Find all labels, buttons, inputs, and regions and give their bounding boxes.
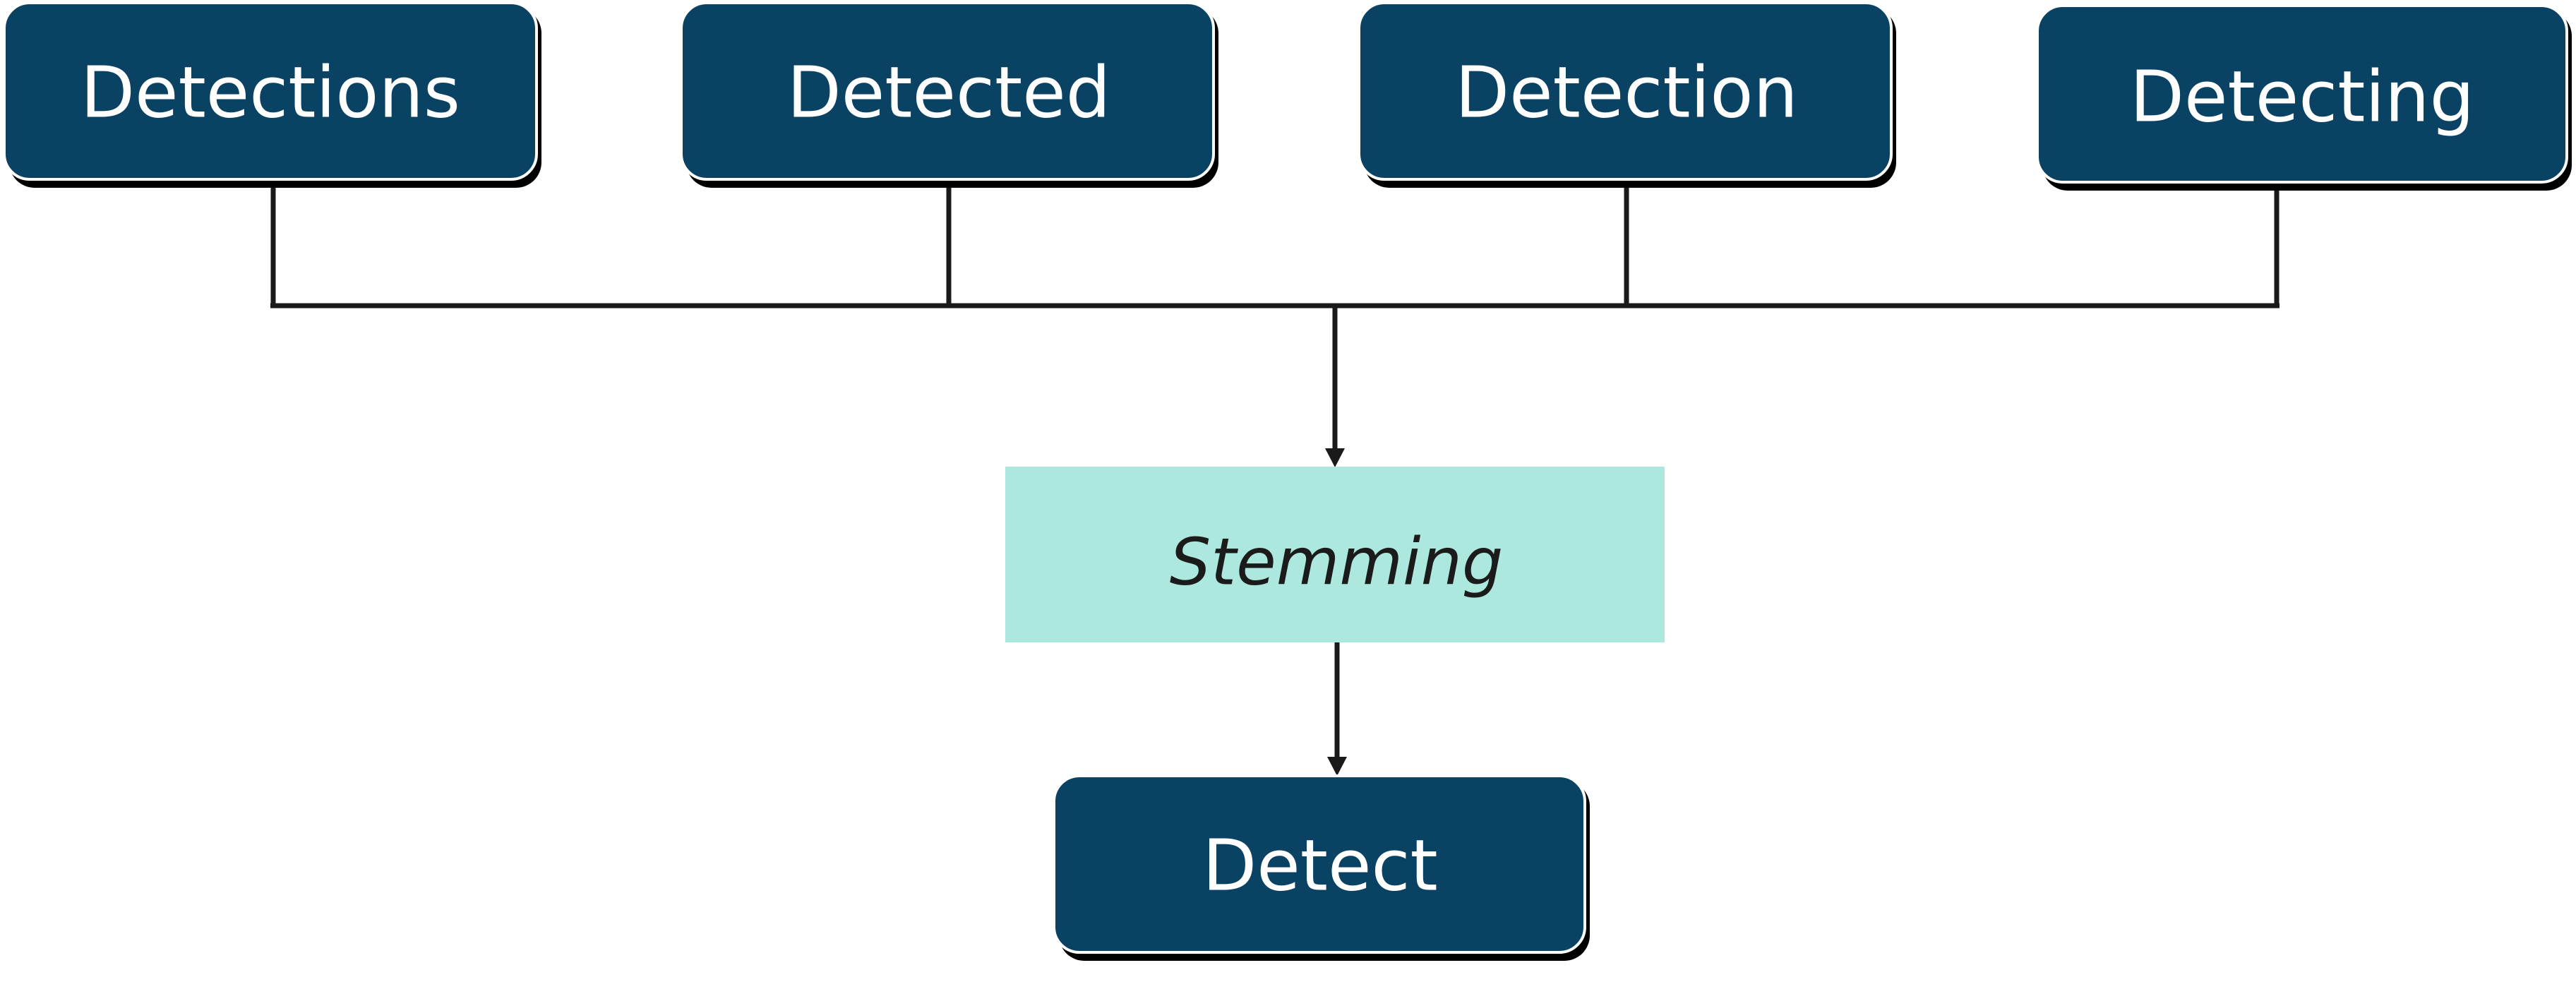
output-box-body <box>1053 774 1586 954</box>
output-box-detect: Detect <box>1053 774 1590 961</box>
input-box-detecting: Detecting <box>2036 4 2572 191</box>
input-box-detected: Detected <box>680 1 1218 188</box>
arrow-to-output <box>1327 641 1347 776</box>
arrow-to-output-head <box>1327 757 1347 776</box>
input-label-detection: Detection <box>1455 52 1798 134</box>
arrow-to-process <box>1325 306 1345 467</box>
input-label-detecting: Detecting <box>2130 56 2474 138</box>
input-label-detections: Detections <box>80 52 460 134</box>
input-box-body <box>2036 4 2568 184</box>
arrow-to-process-head <box>1325 448 1345 467</box>
input-box-body <box>680 1 1215 181</box>
process-box-body <box>1005 467 1665 642</box>
input-label-detected: Detected <box>787 52 1110 134</box>
process-label-stemming: Stemming <box>1170 525 1504 600</box>
input-box-detection: Detection <box>1358 1 1896 188</box>
input-box-detections: Detections <box>3 1 541 188</box>
output-label-detect: Detect <box>1202 825 1437 907</box>
process-box-stemming: Stemming <box>1005 467 1665 642</box>
input-box-body <box>1358 1 1893 181</box>
input-connectors <box>270 185 2280 309</box>
input-box-body <box>3 1 538 181</box>
